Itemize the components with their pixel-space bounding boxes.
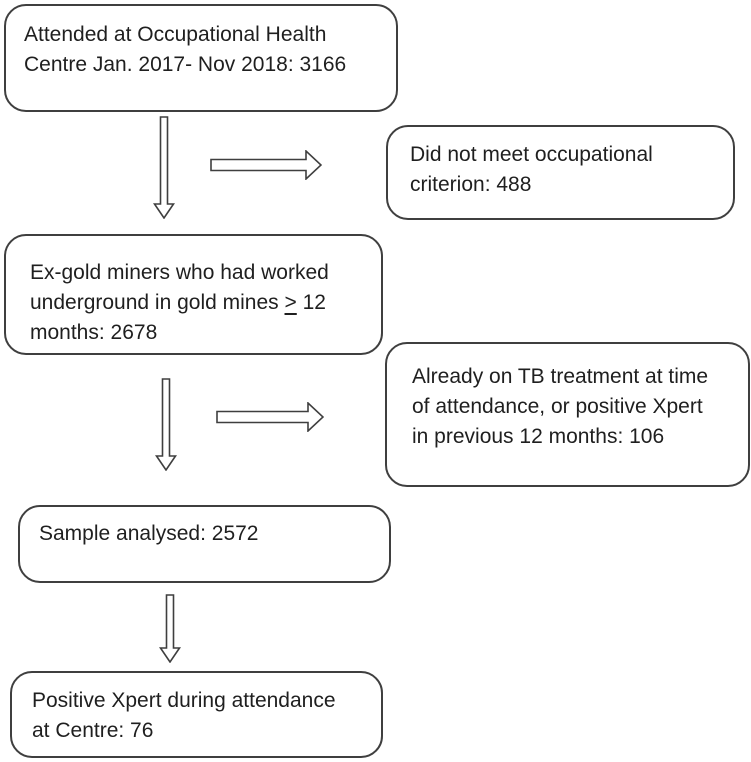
flow-box-exgold-miners: Ex-gold miners who had worked undergroun…: [4, 234, 383, 355]
flow-box-exgold-line-2-pre: underground in gold mines: [30, 291, 285, 314]
arrow-down-icon: [158, 594, 182, 663]
flow-box-attended: Attended at Occupational Health Centre J…: [4, 4, 398, 112]
flow-box-tb-line-1: Already on TB treatment at time: [412, 365, 709, 388]
flow-box-attended-line-2: Centre Jan. 2017- Nov 2018: 3166: [24, 53, 347, 76]
arrow-down-icon: [152, 116, 176, 219]
flow-box-positive-xpert: Positive Xpert during attendance at Cent…: [10, 671, 383, 758]
flow-box-did-not-meet-criterion: Did not meet occupational criterion: 488: [386, 125, 735, 220]
arrow-right-icon: [210, 150, 322, 180]
flow-box-tb-line-2: of attendance, or positive Xpert: [412, 395, 703, 418]
flow-box-exgold-line-3: months: 2678: [30, 321, 158, 344]
flow-box-positive-line-2: at Centre: 76: [32, 719, 154, 742]
flow-box-criterion-line-2: criterion: 488: [410, 173, 532, 196]
flow-box-exgold-line-2: underground in gold mines > 12: [30, 288, 371, 318]
flow-box-already-on-tb-treatment: Already on TB treatment at time of atten…: [385, 342, 750, 487]
flow-box-attended-line-1: Attended at Occupational Health: [24, 23, 327, 46]
greater-equal-symbol: >: [284, 291, 297, 314]
flow-box-exgold-line-2-post: 12: [296, 291, 326, 314]
flow-box-tb-line-3: in previous 12 months: 106: [412, 425, 665, 448]
flow-box-exgold-line-1: Ex-gold miners who had worked: [30, 261, 329, 284]
flow-box-sample-analysed: Sample analysed: 2572: [18, 505, 391, 583]
flow-box-sample-line-1: Sample analysed: 2572: [39, 522, 259, 545]
flow-box-criterion-line-1: Did not meet occupational: [410, 143, 653, 166]
arrow-right-icon: [216, 402, 324, 432]
arrow-down-icon: [154, 378, 178, 471]
flow-box-positive-line-1: Positive Xpert during attendance: [32, 689, 336, 712]
